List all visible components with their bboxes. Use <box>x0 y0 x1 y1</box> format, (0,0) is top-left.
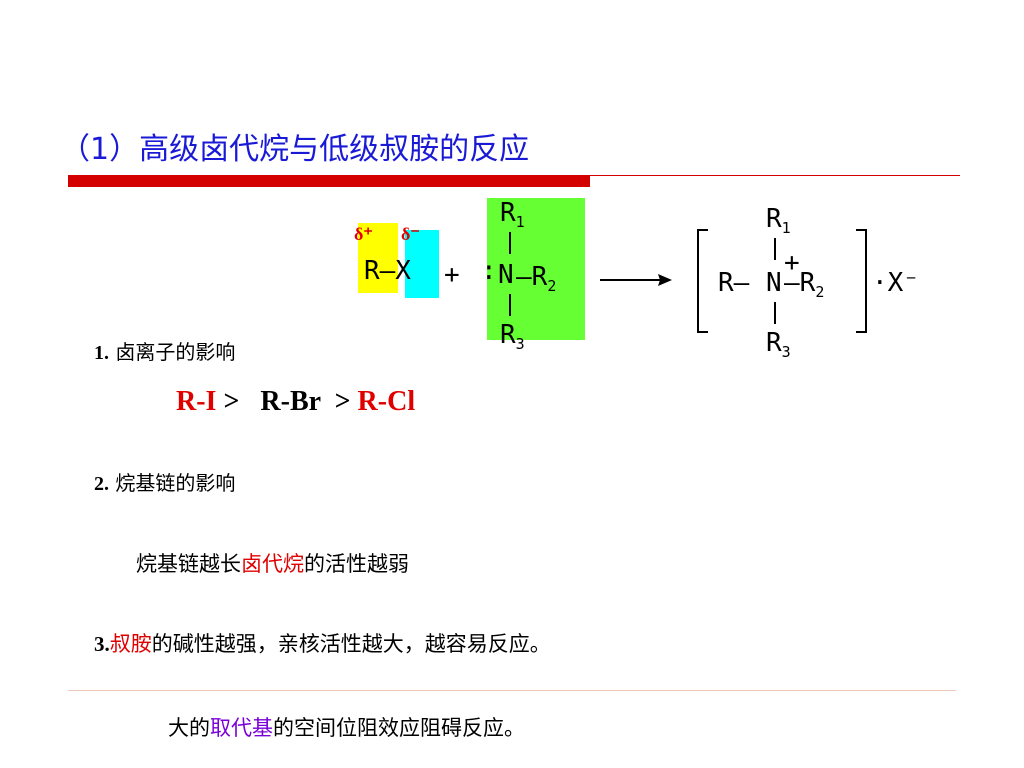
reaction-arrow-icon <box>600 274 672 286</box>
amine-bond-bottom <box>509 294 511 316</box>
section-2-heading: 2. 烷基链的影响 <box>94 471 236 495</box>
amine-bond-top <box>509 232 511 254</box>
section-2-body: 烷基链越长卤代烷的活性越弱 <box>136 552 409 576</box>
haloalkane-formula: R—X <box>364 256 411 286</box>
rcl-label: R-Cl <box>357 386 416 417</box>
product-bond-top <box>774 238 776 260</box>
product-r3: R3 <box>766 328 791 361</box>
product-positive-charge: + <box>784 248 800 278</box>
product-bond-bottom <box>774 302 776 324</box>
rbr-label: R-Br <box>260 386 321 417</box>
amine-nitrogen: N <box>498 260 514 290</box>
delta-plus-label: δ⁺ <box>354 224 373 244</box>
delta-minus-label: δ⁻ <box>401 224 420 244</box>
amine-r3: R3 <box>500 320 525 353</box>
section-3-line: 3.叔胺的碱性越强，亲核活性越大，越容易反应。 <box>94 632 551 656</box>
ri-label: R-I <box>176 386 217 417</box>
amine-r1: R1 <box>500 198 525 231</box>
product-r2: —R2 <box>784 268 825 301</box>
bottom-divider <box>68 690 956 691</box>
product-left-r: R— <box>718 268 750 298</box>
cyan-highlight-x <box>405 230 439 298</box>
amine-r2: —R2 <box>516 262 557 295</box>
plus-sign: + <box>444 260 460 290</box>
product-r1: R1 <box>766 204 791 237</box>
section-1-heading: 1. 卤离子的影响 <box>94 340 236 364</box>
title-underline-thick <box>68 175 590 187</box>
product-brackets <box>697 229 867 333</box>
page-title: （1）高级卤代烷与低级叔胺的反应 <box>60 132 530 167</box>
yellow-highlight-r <box>358 223 398 293</box>
product-anion: ·X⁻ <box>872 268 919 298</box>
green-highlight-amine <box>487 198 585 340</box>
product-nitrogen: N <box>766 268 782 298</box>
steric-hindrance-note: 大的取代基的空间位阻效应阻碍反应。 <box>168 716 525 740</box>
halide-reactivity-order: R-I > R-Br > R-Cl <box>176 386 416 417</box>
lone-pair-dots: : <box>481 256 497 286</box>
